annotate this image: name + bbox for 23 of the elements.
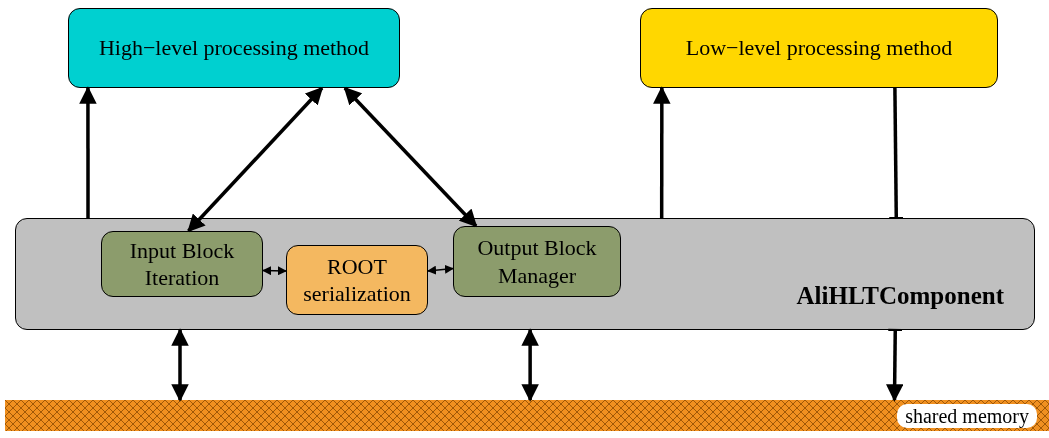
node-label: Input Block Iteration xyxy=(128,236,236,292)
process-box xyxy=(286,245,428,315)
arrow xyxy=(187,86,324,233)
process-box xyxy=(640,8,998,88)
component-label: AliHLTComponent xyxy=(796,280,1004,311)
process-box xyxy=(68,8,400,88)
arrow xyxy=(343,86,478,228)
process-box xyxy=(101,231,263,297)
node-label: Output Block Manager xyxy=(476,234,598,289)
arrow xyxy=(885,328,904,402)
process-box xyxy=(453,226,621,297)
arrow xyxy=(171,328,189,402)
node-label: shared memory xyxy=(897,403,1037,428)
arrow xyxy=(653,86,671,218)
node-label: High−level processing method xyxy=(98,34,370,62)
node-label: Low−level processing method xyxy=(685,34,953,62)
arrow xyxy=(521,328,539,402)
arrow xyxy=(79,86,97,218)
memory-band xyxy=(5,400,1049,431)
arrow xyxy=(427,264,454,275)
arrow xyxy=(262,266,287,276)
component-panel xyxy=(15,218,1035,330)
node-label: ROOT serialization xyxy=(302,252,412,308)
